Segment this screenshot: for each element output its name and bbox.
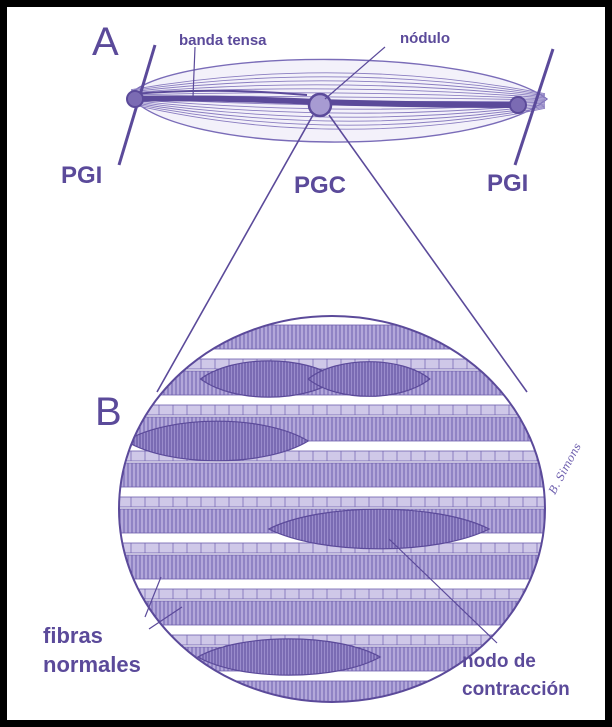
pgi-left-label: PGI [61, 162, 102, 189]
nodulo-label: nódulo [400, 30, 450, 47]
banda-tensa-label: banda tensa [179, 32, 267, 49]
fibre-band [112, 325, 552, 349]
pgi-right-label: PGI [487, 170, 528, 197]
artist-signature: B. Simons [546, 441, 584, 498]
fibras-label-line2: normales [43, 652, 141, 677]
pgc-label: PGC [294, 172, 346, 199]
panel-a-letter: A [92, 20, 119, 64]
pgi-left-dot [127, 91, 143, 107]
nodo-label-line1: nodo de [462, 651, 536, 672]
panel-b: B B. Simons fibras normales nodo de cont… [43, 307, 584, 717]
thin-fibre [112, 497, 552, 507]
pgi-right-dot [510, 97, 526, 113]
thin-fibre [112, 589, 552, 599]
panel-b-letter: B [95, 390, 122, 434]
fibre-band [112, 555, 552, 579]
thin-fibre [112, 405, 552, 415]
nodo-label-line2: contracción [462, 679, 570, 700]
fibras-label-line1: fibras [43, 623, 103, 648]
myofascial-trigger-point-diagram: A banda tensa nódulo PGI PGC PGI B [7, 7, 605, 720]
fibre-band [112, 463, 552, 487]
fibre-band [112, 601, 552, 625]
